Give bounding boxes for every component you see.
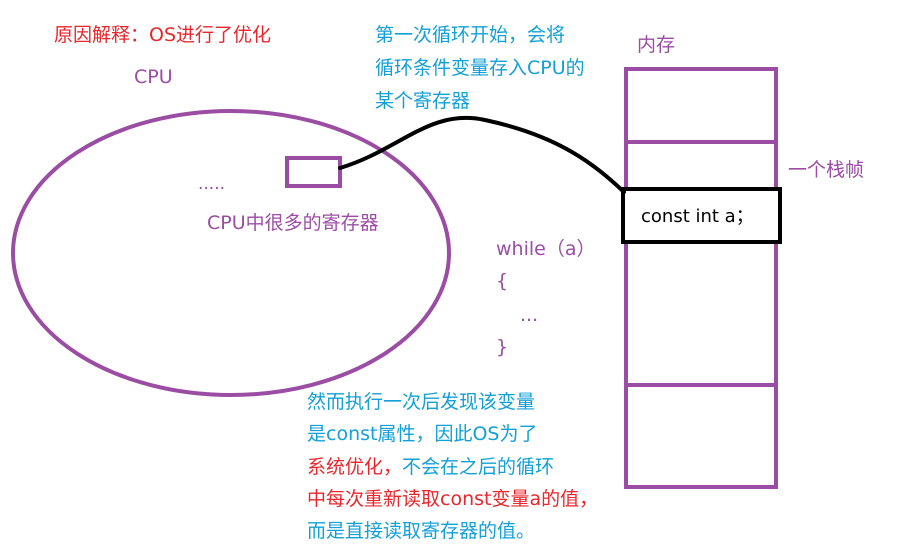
note-bottom-line3: 系统优化，不会在之后的循环 bbox=[307, 454, 554, 480]
code-line-while: while（a） bbox=[496, 238, 596, 260]
variable-box bbox=[621, 187, 782, 244]
memory-label: 内存 bbox=[637, 34, 676, 56]
cpu-registers-label: CPU中很多的寄存器 bbox=[207, 212, 379, 234]
note-bottom-line2: 是const属性，因此OS为了 bbox=[307, 423, 538, 445]
note-bottom-line3-red: 系统优化， bbox=[307, 456, 403, 478]
register-to-variable-connector bbox=[338, 115, 626, 194]
page-title: 原因解释：OS进行了优化 bbox=[54, 24, 272, 46]
stack-frame-label: 一个栈帧 bbox=[788, 159, 865, 181]
note-bottom-line1: 然而执行一次后发现该变量 bbox=[307, 391, 536, 413]
cpu-label: CPU bbox=[134, 66, 173, 88]
note-top-line2: 循环条件变量存入CPU的 bbox=[375, 57, 585, 79]
code-line-open-brace: { bbox=[496, 270, 509, 292]
cpu-ellipse bbox=[11, 109, 451, 397]
register-box bbox=[285, 156, 342, 188]
note-bottom-line3-blue: 不会在之后的循环 bbox=[402, 456, 555, 478]
note-bottom-line5: 而是直接读取寄存器的值。 bbox=[307, 520, 536, 542]
code-line-ellipsis: ... bbox=[520, 304, 539, 326]
stack-frame-box bbox=[624, 140, 778, 387]
note-top-line3: 某个寄存器 bbox=[375, 90, 471, 112]
cpu-dots: ..... bbox=[198, 174, 226, 194]
note-top-line1: 第一次循环开始，会将 bbox=[375, 24, 566, 46]
variable-declaration: const int a； bbox=[641, 206, 754, 227]
memory-block bbox=[624, 67, 778, 489]
code-line-close-brace: } bbox=[496, 336, 509, 358]
note-bottom-line4: 中每次重新读取const变量a的值， bbox=[307, 488, 599, 510]
